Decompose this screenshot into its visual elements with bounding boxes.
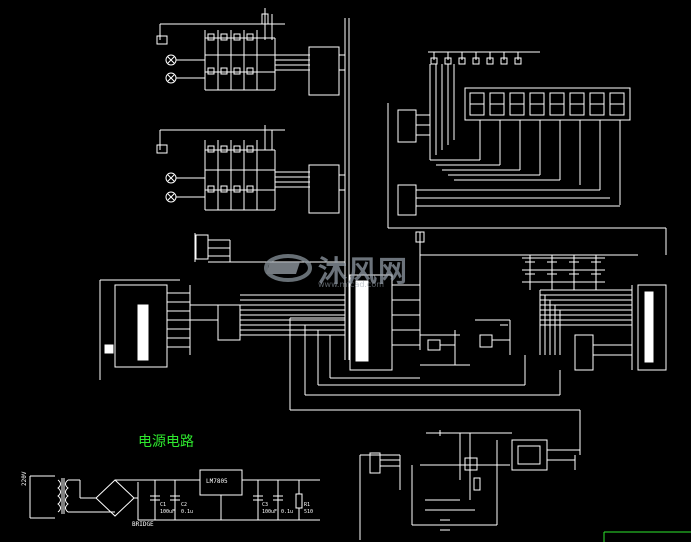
keypad-matrix (522, 255, 605, 290)
transformer-label: 220V (21, 471, 28, 486)
cap-label-c3-value: 100uF (262, 509, 278, 515)
seven-segment-display-block (387, 51, 667, 255)
watermark-url: www.mfcad.com (318, 280, 385, 289)
main-bus (344, 18, 350, 360)
driver-block-middle (156, 125, 345, 214)
cap-label-c1: C1 (160, 502, 167, 508)
cap-label-c1-value: 100uF (160, 509, 176, 515)
lcd-module-left (99, 279, 345, 380)
lcd-module-right (539, 284, 667, 371)
power-supply-circuit (29, 469, 320, 521)
regulator-label: LM7805 (206, 478, 228, 485)
title-block-border (603, 531, 691, 542)
watermark-text: 沐风网 (318, 254, 409, 288)
resistor-label-r1: R1 (304, 502, 311, 508)
lower-right-driver (359, 430, 580, 540)
power-circuit-title: 电源电路 (138, 434, 194, 450)
cap-label-c2-value: 0.1u (181, 509, 194, 515)
cap-label-c3: C3 (262, 502, 269, 508)
watermark-logo-icon (264, 254, 312, 282)
bridge-label: BRIDGE (132, 521, 154, 528)
mcu-chip (349, 231, 638, 371)
bus-loops (289, 317, 581, 455)
resistor-label-r1-value: 510 (304, 509, 314, 515)
cap-label-c2: C2 (181, 502, 188, 508)
seven-segment-digits (469, 92, 625, 116)
crystal-reset-circuit (420, 319, 511, 366)
driver-block-top (156, 8, 345, 96)
cap-label-c4-value: 0.1u (281, 509, 294, 515)
